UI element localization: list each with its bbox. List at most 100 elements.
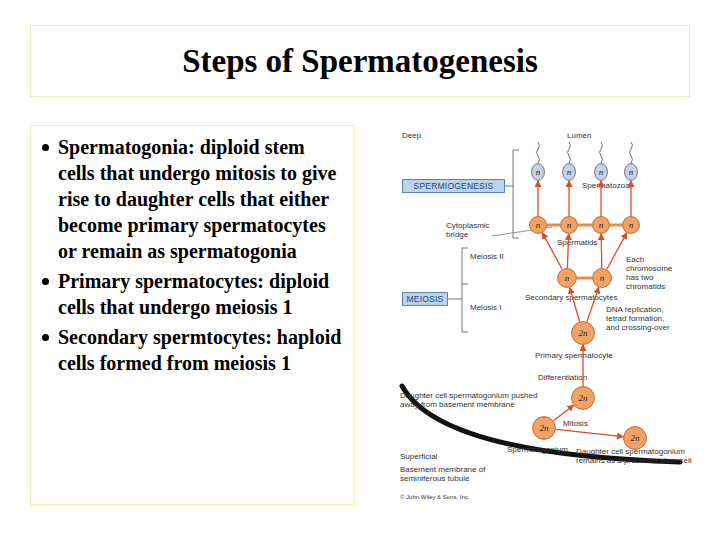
figure-label: Lumen	[567, 131, 607, 140]
ploidy-label: n	[536, 168, 541, 177]
bullet-item: Spermatogonia: diploid stem cells that u…	[31, 134, 343, 264]
text-box: Spermatogonia: diploid stem cells that u…	[30, 125, 355, 505]
figure-label: Mitosis	[563, 419, 603, 428]
figure-label: Basement membrane of seminiferous tubule	[400, 465, 490, 483]
cell-shape	[533, 417, 556, 440]
arrow	[582, 345, 583, 386]
cytoplasmic-bridge	[610, 224, 622, 227]
sperm-head: n	[594, 163, 608, 181]
bullet-text: Primary spermatocytes: diploid cells tha…	[58, 268, 343, 320]
ploidy-label: n	[599, 221, 604, 230]
cell-shape	[563, 164, 576, 181]
arrow	[542, 233, 562, 269]
arrow	[568, 181, 569, 216]
cell-shape	[623, 217, 640, 234]
sperm-tails	[537, 142, 633, 163]
cell-circle: n	[622, 216, 640, 234]
cell-circle: 2n	[532, 416, 556, 440]
cell-shape	[561, 217, 578, 234]
figure-label: © John Wiley & Sons, Inc.	[400, 494, 520, 501]
cytoplasmic-bridge	[578, 224, 592, 227]
title-box: Steps of Spermatogenesis	[30, 25, 690, 97]
cell-circle: 2n	[571, 386, 595, 410]
sperm-head: n	[531, 163, 545, 181]
bullet-text: Spermatogonia: diploid stem cells that u…	[58, 134, 343, 264]
ploidy-label: n	[565, 274, 570, 283]
sperm-tail	[600, 142, 603, 163]
bullet-dot	[42, 278, 49, 285]
ploidy-label: n	[600, 274, 605, 283]
meiosis-bracket	[448, 248, 468, 332]
stage-label: MEIOSIS	[407, 294, 444, 304]
bullet-dot	[42, 144, 49, 151]
arrow	[570, 288, 580, 322]
figure-label: Spermatogonium	[507, 445, 587, 454]
cell-circle: 2n	[623, 426, 647, 450]
cell-shape	[593, 269, 612, 288]
arrow	[587, 287, 599, 321]
ploidy-label: n	[599, 168, 604, 177]
cell-circle: n	[592, 216, 610, 234]
figure-label: Daughter cell spermatogonium pushed away…	[400, 391, 550, 409]
figure-label: Superficial	[400, 452, 460, 461]
bullet-item: Primary spermatocytes: diploid cells tha…	[31, 268, 343, 320]
cell-shape	[572, 387, 595, 410]
arrow	[600, 181, 601, 216]
cell-shape	[572, 322, 595, 345]
cell-shape	[624, 427, 647, 450]
ploidy-label: n	[629, 168, 634, 177]
sperm-tail	[568, 142, 571, 163]
figure-label: Meiosis II	[470, 252, 520, 261]
spermiogenesis-bracket	[505, 150, 519, 238]
ploidy-label: 2n	[579, 329, 588, 338]
stage-label: SPERMIOGENESIS	[414, 181, 494, 191]
arrow	[601, 234, 603, 268]
cell-shape	[532, 164, 545, 181]
arrow	[607, 233, 627, 269]
ploidy-label: 2n	[631, 434, 640, 443]
cytoplasmic-bridge	[547, 224, 560, 227]
sperm-tail	[630, 142, 633, 163]
cell-shape	[625, 164, 638, 181]
arrow	[554, 405, 574, 420]
cell-shape	[558, 269, 577, 288]
cell-circle: n	[560, 216, 578, 234]
ploidy-label: n	[567, 168, 572, 177]
figure-label: Deep	[402, 131, 442, 140]
figure-label: Differentiation	[538, 373, 608, 382]
cell-circle: n	[557, 268, 577, 288]
cell-circle: n	[592, 268, 612, 288]
stage-box: SPERMIOGENESIS	[402, 179, 505, 193]
figure-label: Each chromosome has two chromatids	[626, 255, 672, 291]
arrow	[556, 429, 623, 436]
ploidy-label: n	[536, 221, 541, 230]
ploidy-label: 2n	[540, 424, 549, 433]
figure-label: Spermatids	[557, 238, 607, 247]
ploidy-label: n	[567, 221, 572, 230]
figure-label: Daughter cell spermatogonium remains as …	[576, 447, 694, 465]
stage-box: MEIOSIS	[402, 292, 448, 306]
bullet-item: Secondary spermtocytes: haploid cells fo…	[31, 324, 343, 376]
cell-shape	[530, 217, 547, 234]
cell-shape	[593, 217, 610, 234]
bullet-text: Secondary spermtocytes: haploid cells fo…	[58, 324, 343, 376]
sperm-tail	[537, 142, 540, 163]
arrow	[537, 181, 538, 216]
arrow	[630, 181, 631, 216]
figure-label: Secondary spermatocytes	[525, 293, 635, 302]
sperm-head: n	[562, 163, 576, 181]
figure-label: DNA replication, tetrad formation, and c…	[606, 305, 678, 332]
figure-label: Cytoplasmic bridge	[446, 221, 492, 239]
cell-circle: 2n	[571, 321, 595, 345]
cytoplasmic-bridge	[577, 277, 592, 280]
figure-label: Meiosis I	[470, 303, 520, 312]
arrow	[567, 234, 568, 268]
ploidy-label: 2n	[579, 394, 588, 403]
slide-title: Steps of Spermatogenesis	[182, 43, 538, 80]
sperm-head: n	[624, 163, 638, 181]
figure-label: Spermatozoa	[582, 181, 642, 190]
cell-circle: n	[529, 216, 547, 234]
bullet-dot	[42, 334, 49, 341]
